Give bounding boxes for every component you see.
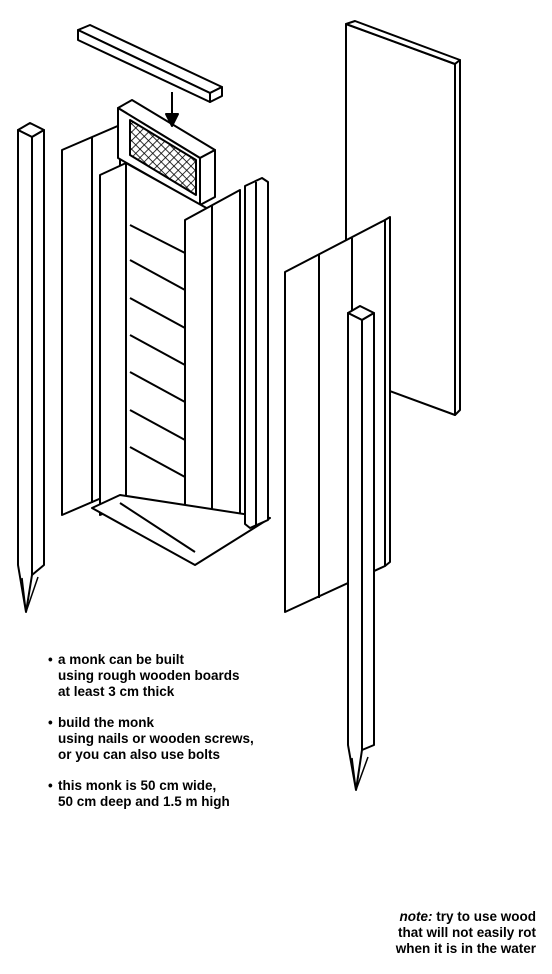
- note: note: try to use wood that will not easi…: [396, 909, 536, 957]
- instruction-list: • a monk can be built using rough wooden…: [48, 652, 348, 825]
- instruction-item: • a monk can be built using rough wooden…: [48, 652, 348, 700]
- note-line-2: that will not easily rot: [397, 925, 536, 940]
- instruction-line: build the monk: [58, 715, 154, 730]
- instruction-item: • this monk is 50 cm wide, 50 cm deep an…: [48, 778, 348, 810]
- mesh-screen: [129, 119, 197, 196]
- note-text: try to use wood: [436, 909, 536, 924]
- instruction-line: or you can also use bolts: [58, 747, 221, 762]
- top-crossbeam: [77, 24, 223, 103]
- right-stake: [347, 305, 375, 791]
- instruction-item: • build the monk using nails or wooden s…: [48, 715, 348, 763]
- note-prefix: note:: [399, 909, 433, 924]
- left-stake: [17, 122, 45, 613]
- down-arrow: [165, 92, 179, 127]
- instruction-line: 50 cm deep and 1.5 m high: [58, 794, 230, 809]
- side-board: [244, 177, 269, 529]
- note-line-3: when it is in the water: [395, 941, 536, 956]
- monk-body: [91, 162, 271, 566]
- instruction-line: this monk is 50 cm wide,: [58, 778, 217, 793]
- bullet-symbol: •: [48, 715, 53, 730]
- bullet-symbol: •: [48, 778, 53, 793]
- instruction-line: using nails or wooden screws,: [58, 731, 254, 746]
- instruction-line: a monk can be built: [58, 652, 185, 667]
- note-line-1: note: try to use wood: [396, 909, 536, 925]
- instruction-line: at least 3 cm thick: [58, 684, 175, 699]
- screen-frame: [117, 99, 216, 206]
- instruction-line: using rough wooden boards: [58, 668, 240, 683]
- bullet-symbol: •: [48, 652, 53, 667]
